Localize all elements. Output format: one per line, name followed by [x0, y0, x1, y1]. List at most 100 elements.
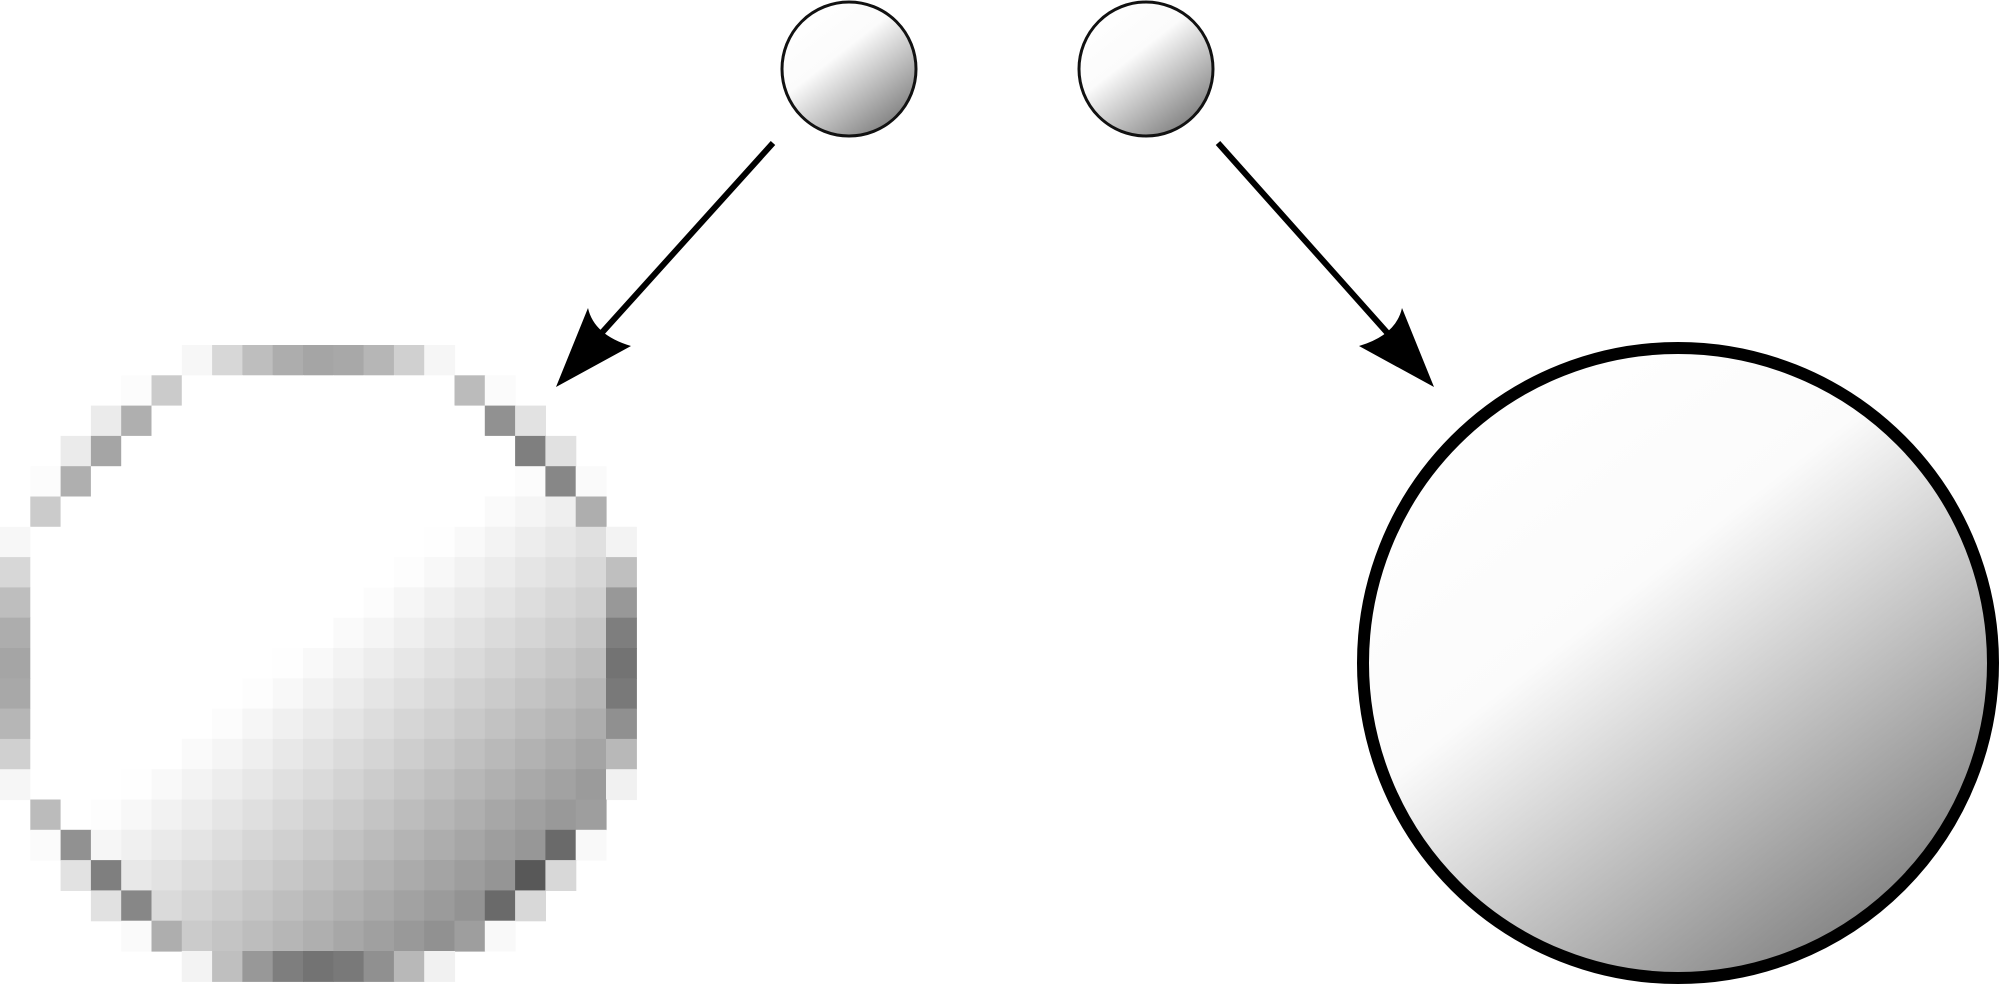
pixel-cell: [151, 920, 183, 952]
pixel-cell: [545, 860, 577, 891]
pixel-cell: [242, 890, 274, 922]
pixel-cell: [333, 526, 365, 558]
pixel-cell: [424, 435, 456, 467]
pixel-cell: [484, 738, 516, 770]
pixelated-circle: [0, 345, 637, 982]
pixel-cell: [181, 587, 213, 619]
pixel-cell: [333, 405, 365, 437]
pixel-cell: [454, 496, 486, 528]
pixel-cell: [60, 435, 92, 467]
pixel-cell: [242, 557, 274, 588]
pixel-cell: [363, 617, 395, 649]
pixel-cell: [515, 435, 546, 467]
pixel-cell: [272, 829, 304, 861]
pixel-cell: [393, 890, 425, 922]
pixel-cell: [363, 435, 395, 467]
pixel-cell: [454, 526, 486, 558]
pixel-cell: [272, 496, 304, 528]
pixel-cell: [454, 678, 486, 710]
pixel-cell: [545, 678, 577, 710]
pixel-cell: [60, 799, 92, 831]
pixel-cell: [30, 466, 62, 498]
pixel-cell: [393, 769, 425, 801]
pixel-cell: [545, 738, 577, 770]
pixel-cell: [60, 526, 92, 558]
pixel-cell: [424, 920, 456, 952]
pixel-cell: [545, 799, 577, 831]
small-circle-left: [780, 0, 918, 138]
pixel-cell: [272, 951, 304, 982]
pixel-cell: [484, 708, 516, 740]
pixel-cell: [121, 587, 153, 619]
pixel-cell: [454, 587, 486, 619]
pixel-cell: [121, 496, 153, 528]
pixel-cell: [60, 496, 92, 528]
pixel-cell: [212, 466, 243, 498]
pixel-cell: [151, 496, 183, 528]
pixel-cell: [151, 557, 183, 588]
pixel-cell: [575, 526, 607, 558]
pixel-cell: [303, 496, 334, 528]
pixel-cell: [181, 648, 213, 679]
pixel-cell: [575, 466, 607, 498]
pixel-cell: [212, 920, 243, 952]
pixel-cell: [393, 920, 425, 952]
pixel-cell: [303, 890, 334, 922]
pixel-cell: [333, 890, 365, 922]
pixel-cell: [454, 708, 486, 740]
pixel-cell: [0, 678, 31, 710]
pixel-cell: [575, 829, 607, 861]
pixel-cell: [363, 587, 395, 619]
pixel-cell: [575, 587, 607, 619]
pixel-cell: [242, 708, 274, 740]
pixel-cell: [242, 587, 274, 619]
pixel-cell: [303, 920, 334, 952]
pixel-cell: [60, 587, 92, 619]
pixel-cell: [212, 890, 243, 922]
pixel-cell: [272, 375, 304, 407]
pixel-cell: [333, 435, 365, 467]
arrow-left: [556, 140, 776, 387]
pixel-cell: [151, 708, 183, 740]
pixel-cell: [181, 345, 213, 376]
pixel-cell: [575, 799, 607, 831]
pixel-cell: [393, 617, 425, 649]
pixel-cell: [303, 738, 334, 770]
pixel-cell: [515, 829, 546, 861]
pixel-cell: [515, 769, 546, 801]
pixel-cell: [121, 890, 153, 922]
pixel-cell: [393, 708, 425, 740]
pixel-cell: [212, 738, 243, 770]
pixel-cell: [575, 769, 607, 801]
pixel-cell: [424, 648, 456, 679]
pixel-cell: [212, 678, 243, 710]
pixel-cell: [484, 557, 516, 588]
pixel-cell: [151, 799, 183, 831]
pixel-cell: [181, 769, 213, 801]
pixel-cell: [30, 708, 62, 740]
pixel-cell: [454, 860, 486, 891]
pixel-cell: [606, 678, 637, 710]
pixel-cell: [0, 557, 31, 588]
pixel-cell: [606, 708, 637, 740]
pixel-cell: [151, 860, 183, 891]
pixel-cell: [454, 405, 486, 437]
pixel-cell: [90, 799, 122, 831]
pixel-cell: [515, 405, 546, 437]
pixel-cell: [242, 738, 274, 770]
pixel-cell: [60, 466, 92, 498]
pixel-cell: [151, 587, 183, 619]
pixel-cell: [121, 678, 153, 710]
pixel-cell: [272, 799, 304, 831]
pixel-cell: [30, 678, 62, 710]
pixel-cell: [60, 860, 92, 891]
pixel-cell: [515, 860, 546, 891]
pixel-cell: [242, 496, 274, 528]
pixel-cell: [393, 799, 425, 831]
pixel-cell: [0, 617, 31, 649]
pixel-cell: [303, 648, 334, 679]
pixel-cell: [272, 405, 304, 437]
pixel-cell: [181, 526, 213, 558]
pixel-cell: [121, 557, 153, 588]
